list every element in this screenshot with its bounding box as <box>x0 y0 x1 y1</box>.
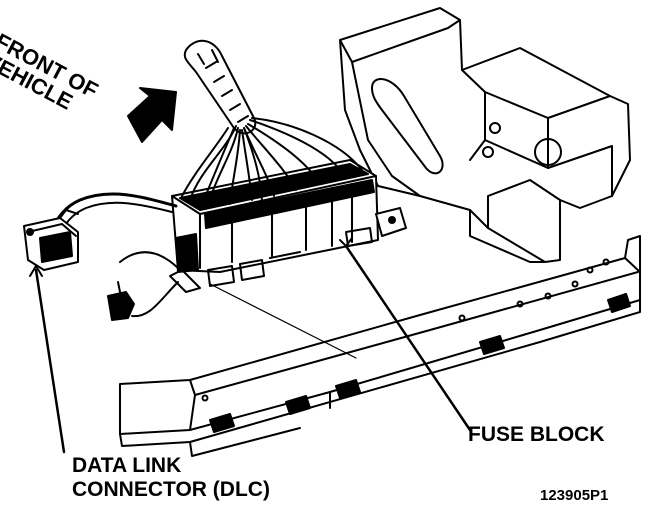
fuse-block <box>169 159 407 293</box>
fuse-block-label: FUSE BLOCK <box>468 423 605 446</box>
front-arrow-icon <box>127 87 177 143</box>
dlc-label: DATA LINK CONNECTOR (DLC) <box>72 454 270 502</box>
small-plug <box>107 281 135 321</box>
dlc-label-line2: CONNECTOR (DLC) <box>72 478 270 501</box>
figure-code: 123905P1 <box>540 487 609 504</box>
support-rail <box>119 235 641 457</box>
dlc-label-line1: DATA LINK <box>72 454 182 477</box>
data-link-connector <box>23 209 79 271</box>
leader-lines <box>29 237 472 454</box>
mounting-bracket <box>339 7 631 263</box>
